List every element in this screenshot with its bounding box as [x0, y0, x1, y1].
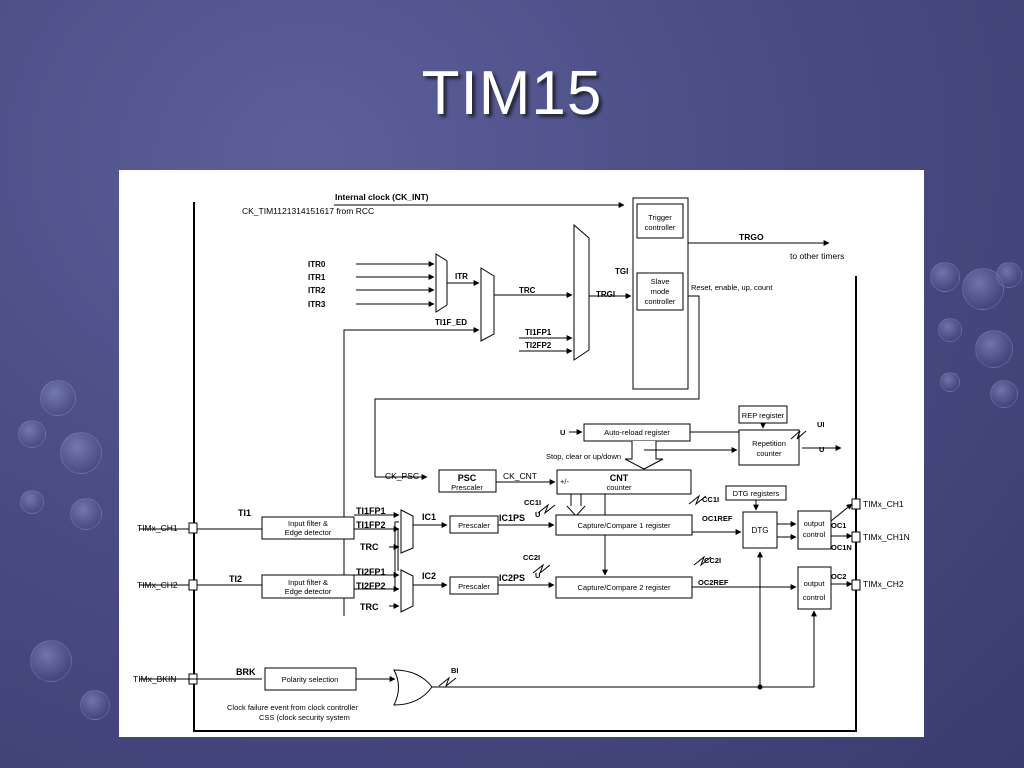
- ck-cnt-label: CK_CNT: [503, 471, 537, 481]
- ti2-label: TI2: [229, 574, 242, 584]
- ic1ps-label: IC1PS: [499, 513, 525, 523]
- itr1-label: ITR1: [308, 273, 326, 282]
- psc-prescaler-label: Prescaler: [451, 483, 483, 492]
- ti1fp2-label: TI1FP2: [356, 520, 386, 530]
- decor-bubble: [930, 262, 960, 292]
- itr2-label: ITR2: [308, 286, 326, 295]
- ti1-label: TI1: [238, 508, 251, 518]
- tgi-label: TGI: [615, 267, 628, 276]
- ti1fp1-mux-label: TI1FP1: [525, 328, 552, 337]
- timx-ch1-input-label: TIMx_CH1: [137, 523, 178, 533]
- rep-register-label: REP register: [742, 411, 785, 420]
- tim15-block-diagram: Internal clock (CK_INT) CK_TIM1121314151…: [119, 170, 924, 737]
- u-autoreload-label: U: [560, 428, 565, 437]
- decor-bubble: [18, 420, 46, 448]
- ti2fp2-mux-label: TI2FP2: [525, 341, 552, 350]
- cc1i-input-label: CC1I: [524, 498, 541, 507]
- output-control-1-line2: control: [803, 530, 826, 539]
- u-cc2-label: U: [535, 571, 540, 580]
- decor-bubble: [990, 380, 1018, 408]
- output-control-2-line2: control: [803, 593, 826, 602]
- cnt-label: CNT: [610, 473, 629, 483]
- itr3-label: ITR3: [308, 300, 326, 309]
- slide-title: TIM15: [421, 59, 603, 128]
- ti2fp2-label: TI2FP2: [356, 581, 386, 591]
- ti1f-ed-label: TI1F_ED: [435, 318, 467, 327]
- itr0-label: ITR0: [308, 260, 326, 269]
- ui-label: UI: [817, 420, 825, 429]
- clock-failure-line1: Clock failure event from clock controlle…: [227, 703, 358, 712]
- u-repetition-label: U: [819, 445, 824, 454]
- decor-bubble: [30, 640, 72, 682]
- oc1-label: OC1: [831, 521, 846, 530]
- cc1-register-label: Capture/Compare 1 register: [578, 521, 671, 530]
- trgi-label: TRGI: [596, 290, 615, 299]
- timx-ch2-output-label: TIMx_CH2: [863, 579, 904, 589]
- itr-label: ITR: [455, 272, 468, 281]
- timx-ch1n-output-label: TIMx_CH1N: [863, 532, 910, 542]
- stop-clear-label: Stop, clear or up/down: [546, 452, 621, 461]
- slave-mode-line1: Slave: [651, 277, 670, 286]
- decor-bubble: [80, 690, 110, 720]
- cc1i-output-label: CC1I: [702, 495, 719, 504]
- input-filter-2-line2: Edge detector: [285, 587, 332, 596]
- slave-mode-line3: controller: [645, 297, 676, 306]
- prescaler-ic1-label: Prescaler: [458, 521, 490, 530]
- output-control-1-line1: output: [804, 519, 826, 528]
- polarity-selection-label: Polarity selection: [282, 675, 339, 684]
- cc2i-output-label: CC2I: [704, 556, 721, 565]
- reset-enable-label: Reset, enable, up, count: [691, 283, 773, 292]
- decor-bubble: [20, 490, 44, 514]
- ti1fp1-label: TI1FP1: [356, 506, 386, 516]
- decor-bubble: [70, 498, 102, 530]
- auto-reload-label: Auto-reload register: [604, 428, 670, 437]
- ic2ps-label: IC2PS: [499, 573, 525, 583]
- repetition-counter-line1: Repetition: [752, 439, 786, 448]
- clock-failure-line2: CSS (clock security system: [259, 713, 350, 722]
- dtg-registers-label: DTG registers: [733, 489, 780, 498]
- to-other-timers-label: to other timers: [790, 251, 844, 261]
- repetition-counter-line2: counter: [756, 449, 782, 458]
- internal-clock-label: Internal clock (CK_INT): [335, 192, 429, 202]
- ck-source-label: CK_TIM1121314151617 from RCC: [242, 206, 374, 216]
- decor-bubble: [938, 318, 962, 342]
- trc-ch2-label: TRC: [360, 602, 379, 612]
- trc-ch1-label: TRC: [360, 542, 379, 552]
- decor-bubble: [975, 330, 1013, 368]
- timx-ch1-output-label: TIMx_CH1: [863, 499, 904, 509]
- input-filter-1-line2: Edge detector: [285, 528, 332, 537]
- ti2fp1-label: TI2FP1: [356, 567, 386, 577]
- output-control-2-line1: output: [804, 579, 826, 588]
- input-filter-1-line1: Input filter &: [288, 519, 328, 528]
- plus-minus-label: +/-: [560, 477, 569, 486]
- oc1n-label: OC1N: [831, 543, 852, 552]
- ic2-label: IC2: [422, 571, 436, 581]
- timx-bkin-label: TIMx_BKIN: [133, 674, 176, 684]
- trgo-label: TRGO: [739, 232, 764, 242]
- ic1-label: IC1: [422, 512, 436, 522]
- decor-bubble: [40, 380, 76, 416]
- oc2ref-label: OC2REF: [698, 578, 729, 587]
- dtg-label: DTG: [752, 526, 769, 535]
- trigger-controller-line2: controller: [645, 223, 676, 232]
- u-cc1-label: U: [535, 510, 540, 519]
- brk-label: BRK: [236, 667, 256, 677]
- prescaler-ic2-label: Prescaler: [458, 582, 490, 591]
- trigger-controller-line1: Trigger: [648, 213, 672, 222]
- psc-label: PSC: [458, 473, 477, 483]
- oc1ref-label: OC1REF: [702, 514, 733, 523]
- decor-bubble: [60, 432, 102, 474]
- cc2-register-label: Capture/Compare 2 register: [578, 583, 671, 592]
- input-filter-2-line1: Input filter &: [288, 578, 328, 587]
- oc2-label: OC2: [831, 572, 846, 581]
- trc-mux-label: TRC: [519, 286, 536, 295]
- timx-ch2-input-label: TIMx_CH2: [137, 580, 178, 590]
- decor-bubble: [940, 372, 960, 392]
- slave-mode-line2: mode: [651, 287, 670, 296]
- decor-bubble: [996, 262, 1022, 288]
- cnt-counter-label: counter: [606, 483, 632, 492]
- cc2i-input-label: CC2I: [523, 553, 540, 562]
- bi-label: BI: [451, 666, 459, 675]
- ck-psc-label: CK_PSC: [385, 471, 419, 481]
